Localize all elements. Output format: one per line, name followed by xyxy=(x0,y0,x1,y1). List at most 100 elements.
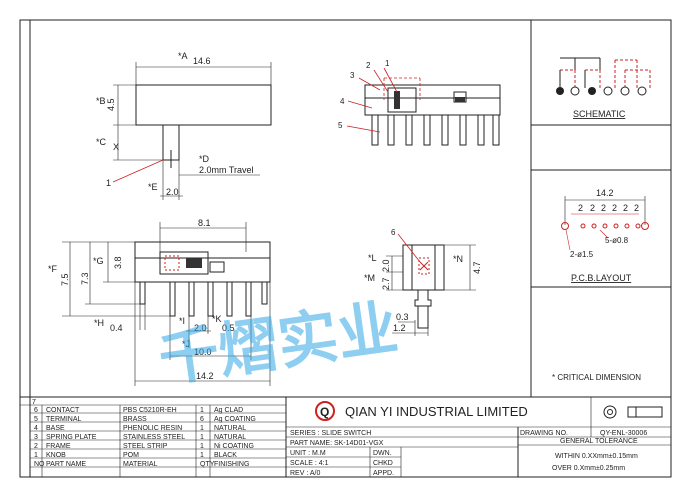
bom-header-part: PART NAME xyxy=(46,461,86,468)
pcb-layout-title: P.C.B.LAYOUT xyxy=(571,273,632,283)
company-logo-letter: Q xyxy=(320,405,329,419)
schematic-pin-6 xyxy=(637,86,647,96)
dim-I-label: *I xyxy=(179,316,185,326)
bom-cell-finish: NATURAL xyxy=(214,425,246,432)
dim-A-value: 14.6 xyxy=(193,56,211,66)
pcb-width: 14.2 xyxy=(596,188,614,198)
unit: UNIT : M.M xyxy=(290,450,326,457)
drawing-no: QY-ENL-30006 xyxy=(600,430,647,437)
dim-I-value: 2.0 xyxy=(194,323,207,333)
bom-cell-finish: Ag CLAD xyxy=(214,407,243,414)
dim-L-value: 2.0 xyxy=(381,259,391,272)
bom-header-material: MATERIAL xyxy=(123,461,158,468)
revision: REV : A/0 xyxy=(290,470,320,477)
pcb-hole-large xyxy=(641,222,649,230)
projection-symbol xyxy=(603,405,663,419)
bom-cell-no: 4 xyxy=(34,425,38,432)
dim-H-value: 0.4 xyxy=(110,323,123,333)
dim-M-value: 2.7 xyxy=(381,277,391,290)
pcb-hole-large xyxy=(561,222,569,230)
callout-1-top: 1 xyxy=(106,178,111,188)
series: SERIES : SLIDE SWITCH xyxy=(290,430,371,437)
bom-cell-part: FRAME xyxy=(46,443,71,450)
dim-G-value: 3.8 xyxy=(113,256,123,269)
bom-cell-material: PHENOLIC RESIN xyxy=(123,425,182,432)
bom-header-finish: FINISHING xyxy=(214,461,249,468)
part-name: PART NAME: SK-14D01-VGX xyxy=(290,440,384,447)
dim-G-label: *G xyxy=(93,256,104,266)
bom-cell-material: STAINLESS STEEL xyxy=(123,434,185,441)
schematic-pin-3 xyxy=(588,87,596,95)
bom-cell-finish: Ni COATING xyxy=(214,443,254,450)
bom-cell-no: 2 xyxy=(34,443,38,450)
pcb-pitch-6: 2 xyxy=(634,203,639,213)
critical-dimension-note: * CRITICAL DIMENSION xyxy=(552,373,641,382)
dim-E-value: 2.0 xyxy=(166,187,179,197)
top-view: *A 14.6 *B 4.5 *C X *E 2.0 *D 2.0mm Trav… xyxy=(96,51,272,200)
dim-H-label: *H xyxy=(94,318,104,328)
callout-3: 3 xyxy=(350,71,355,80)
dim-front-mid: 7.3 xyxy=(80,272,90,285)
callout-5: 5 xyxy=(338,121,343,130)
pcb-pitch-1: 2 xyxy=(578,203,583,213)
pcb-hole xyxy=(580,223,586,229)
top-view-body xyxy=(135,84,272,126)
bom-cell-qty: 1 xyxy=(200,443,204,450)
bom-cell-part: CONTACT xyxy=(46,407,80,414)
tolerance-1: WITHIN 0.XXmm±0.15mm xyxy=(555,453,638,460)
pcb-pitch-2: 2 xyxy=(590,203,595,213)
schematic-pin-1 xyxy=(556,87,564,95)
dim-J-label: *J xyxy=(182,339,190,349)
end-view: 6 *L 2.0 *M 2.7 *N 4.7 0.3 1.2 xyxy=(364,228,482,336)
bom-cell-material: BRASS xyxy=(123,416,147,423)
pcb-hole xyxy=(591,223,597,229)
dim-C-value: X xyxy=(113,142,119,152)
schematic-title: SCHEMATIC xyxy=(573,109,626,119)
dim-end-t1: 0.3 xyxy=(396,312,409,322)
pcb-hole-small-label: 5-ø0.8 xyxy=(605,236,629,245)
dim-N-label: *N xyxy=(453,254,463,264)
schematic-pin-4 xyxy=(603,86,613,96)
bom-cell-qty: 1 xyxy=(200,425,204,432)
front-view-terminals xyxy=(139,282,268,317)
pcb-hole-large-label: 2-ø1.5 xyxy=(570,250,594,259)
dim-F-value: 7.5 xyxy=(60,273,70,286)
pcb-layout: 14.2 2 2 2 2 2 2 5-ø0.8 2-ø1.5 P.C.B.LAY… xyxy=(561,188,649,283)
bom-cell-qty: 6 xyxy=(200,416,204,423)
bom-cell-no: 3 xyxy=(34,434,38,441)
dim-K-value: 0.5 xyxy=(222,323,235,333)
bom-cell-no: 5 xyxy=(34,416,38,423)
title-block: 7 Q QIAN YI INDUSTRIAL LIMITED DRAWING N… xyxy=(20,396,671,477)
company-logo xyxy=(315,401,335,421)
pcb-hole xyxy=(624,223,630,229)
bom-row-7-no: 7 xyxy=(32,399,36,406)
watermark: 千熠实业 xyxy=(155,293,402,396)
dim-J-value: 10.0 xyxy=(194,347,212,357)
dim-B-value: 4.5 xyxy=(106,98,116,111)
bom-cell-qty: 1 xyxy=(200,407,204,414)
drawing-no-label: DRAWING NO. xyxy=(520,430,568,437)
dim-end-t2: 1.2 xyxy=(393,323,406,333)
pcb-pitch-5: 2 xyxy=(623,203,628,213)
sheet-border xyxy=(19,19,672,478)
dim-F-label: *F xyxy=(48,264,58,274)
pcb-hole xyxy=(602,223,608,229)
end-view-body xyxy=(402,244,445,291)
pcb-pitch-4: 2 xyxy=(612,203,617,213)
bom-cell-finish: NATURAL xyxy=(214,434,246,441)
dim-front-bottom: 14.2 xyxy=(196,371,214,381)
bom-cell-part: TERMINAL xyxy=(46,416,82,423)
callout-4: 4 xyxy=(340,97,345,106)
dim-K-label: *K xyxy=(212,314,222,324)
dim-D-value: 2.0mm Travel xyxy=(199,165,254,175)
front-view-knob xyxy=(159,251,209,275)
bom-cell-part: SPRING PLATE xyxy=(46,434,97,441)
front-view-body xyxy=(134,241,271,283)
callout-6: 6 xyxy=(391,228,396,237)
schematic-pin-5 xyxy=(620,86,630,96)
bom-header-qty: QTY xyxy=(200,461,215,468)
bom-cell-material: POM xyxy=(123,452,139,459)
side-view: 2 1 3 4 5 xyxy=(338,59,501,146)
